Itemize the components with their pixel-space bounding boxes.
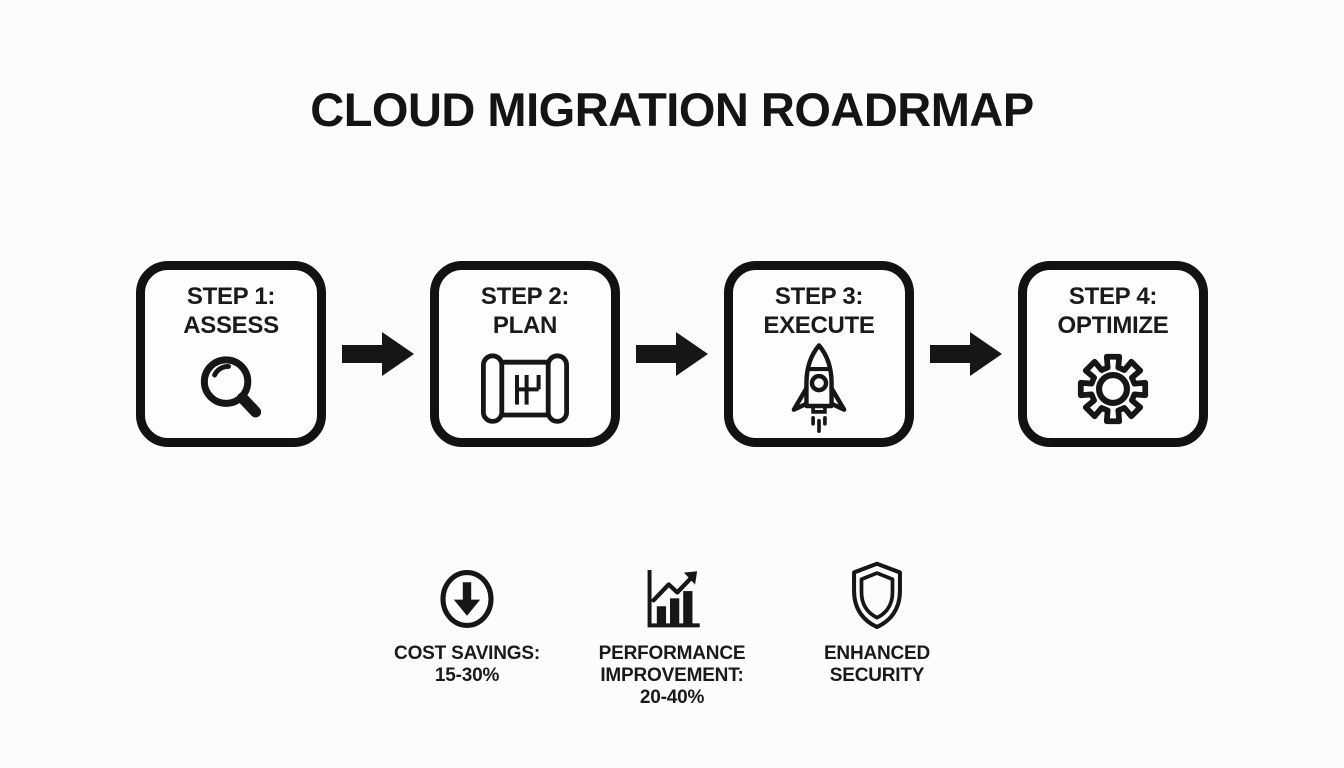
step-box-execute: STEP 3: EXECUTE: [724, 261, 914, 447]
rocket-icon: [733, 340, 905, 438]
magnifier-icon: [145, 340, 317, 438]
step-number-label: STEP 3:: [774, 283, 864, 310]
step-number-label: STEP 2:: [480, 283, 570, 310]
shield-icon: [846, 556, 908, 632]
blueprint-icon: [439, 340, 611, 438]
arrow-right-icon: [930, 330, 1002, 378]
step-number-label: STEP 1:: [186, 283, 276, 310]
step-name-label: ASSESS: [183, 312, 279, 339]
step-name-label: OPTIMIZE: [1057, 312, 1169, 339]
benefit-value: 15-30%: [434, 665, 500, 686]
step-box-assess: STEP 1: ASSESS: [136, 261, 326, 447]
benefit-label: ENHANCED SECURITY: [823, 643, 931, 686]
benefit-cost-savings: COST SAVINGS: 15-30%: [365, 556, 570, 687]
step-number-label: STEP 4:: [1068, 283, 1158, 310]
page-title: CLOUD MIGRATION ROADRMAP: [310, 83, 1034, 136]
benefit-security: ENHANCED SECURITY: [775, 556, 980, 687]
benefit-label: IMPROVEMENT:: [600, 665, 744, 686]
step-box-optimize: STEP 4: OPTIMIZE: [1018, 261, 1208, 447]
step-name-label: PLAN: [492, 312, 558, 339]
gear-icon: [1027, 340, 1199, 438]
benefit-performance: PERFORMANCE IMPROVEMENT: 20-40%: [570, 556, 775, 709]
benefit-value: 20-40%: [639, 687, 705, 708]
step-box-plan: STEP 2: PLAN: [430, 261, 620, 447]
benefit-label: PERFORMANCE: [598, 643, 746, 664]
step-name-label: EXECUTE: [763, 312, 875, 339]
benefit-label: COST SAVINGS:: [394, 643, 540, 664]
migration-steps-flow: STEP 1: ASSESS STEP 2: PLAN: [0, 261, 1344, 447]
bar-chart-growth-icon: [639, 556, 705, 632]
arrow-down-circle-icon: [437, 556, 497, 632]
benefits-row: COST SAVINGS: 15-30% PERFORMANCE IMPROVE…: [0, 556, 1344, 709]
arrow-right-icon: [342, 330, 414, 378]
arrow-right-icon: [636, 330, 708, 378]
